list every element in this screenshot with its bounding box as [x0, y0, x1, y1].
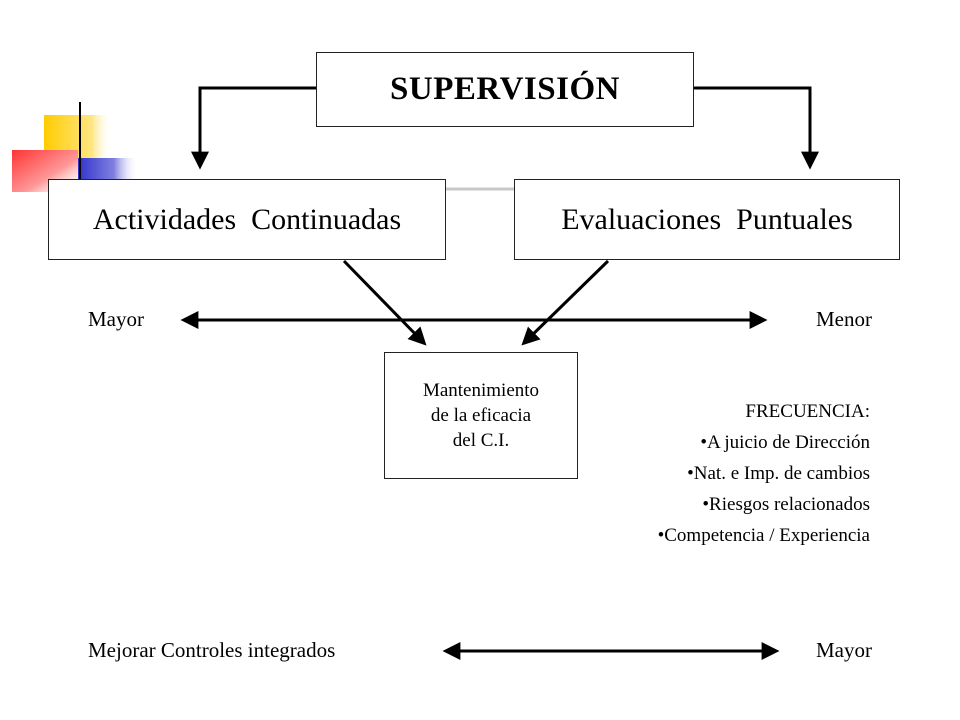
- specific-evaluations-box: Evaluaciones Puntuales: [514, 179, 900, 260]
- supervision-box: SUPERVISIÓN: [316, 52, 694, 127]
- frequency-item: •Nat. e Imp. de cambios: [687, 463, 870, 484]
- frequency-list: FRECUENCIA: •A juicio de Dirección •Nat.…: [658, 396, 870, 551]
- arrow-supervision-to-continuadas: [191, 86, 316, 170]
- maintenance-line-1: Mantenimiento: [422, 380, 540, 401]
- supervision-label: SUPERVISIÓN: [390, 71, 620, 107]
- frequency-title: FRECUENCIA:: [745, 401, 870, 422]
- frequency-axis-right-label: Menor: [816, 307, 872, 331]
- maintenance-box: Mantenimiento de la eficacia del C.I.: [384, 352, 578, 479]
- frequency-item: •Competencia / Experiencia: [657, 525, 870, 546]
- arrow-continuadas-to-mantenimiento: [342, 259, 427, 346]
- maintenance-line-2: de la eficacia: [430, 405, 532, 426]
- maintenance-line-3: del C.I.: [452, 430, 510, 451]
- frequency-item: •Riesgos relacionados: [702, 494, 870, 515]
- continuous-activities-label: Actividades Continuadas: [92, 202, 402, 236]
- continuous-activities-box: Actividades Continuadas: [48, 179, 446, 260]
- frequency-item: •A juicio de Dirección: [700, 432, 870, 453]
- bottom-axis-right-label: Mayor: [816, 638, 872, 662]
- arrow-puntuales-to-mantenimiento: [521, 259, 610, 346]
- bottom-axis-left-label: Mejorar Controles integrados: [88, 638, 336, 662]
- arrow-supervision-to-puntuales: [694, 86, 819, 170]
- frequency-axis-left-label: Mayor: [88, 307, 144, 331]
- specific-evaluations-label: Evaluaciones Puntuales: [561, 202, 853, 236]
